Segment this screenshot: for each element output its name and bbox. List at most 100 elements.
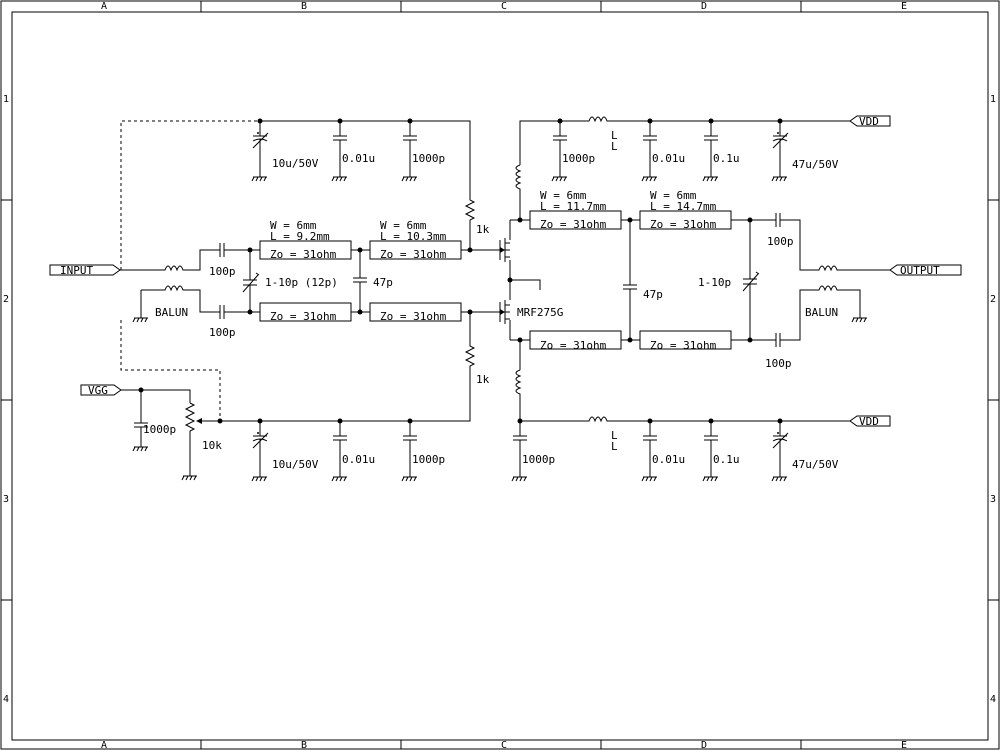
svg-text:1000p: 1000p [522, 453, 555, 466]
capacitor-input-bottom: 100p [209, 304, 236, 339]
svg-text:Zo = 31ohm: Zo = 31ohm [540, 218, 607, 231]
zone-col-b-bottom: B [301, 740, 307, 750]
svg-text:W = 6mm: W = 6mm [540, 189, 587, 202]
svg-text:W = 6mm: W = 6mm [380, 219, 427, 232]
svg-text:Zo = 31ohm: Zo = 31ohm [540, 339, 607, 352]
zone-row-4-left: 4 [3, 694, 9, 705]
zone-col-a-bottom: A [101, 740, 107, 750]
svg-text:L: L [611, 140, 618, 153]
inductor-supply-top: L L [584, 116, 618, 153]
svg-text:Zo = 31ohm: Zo = 31ohm [650, 339, 717, 352]
zone-row-3-left: 3 [3, 494, 9, 505]
svg-text:L: L [611, 440, 618, 453]
capacitor-gate-top-10u: 10u/50V [251, 120, 319, 182]
svg-text:47u/50V: 47u/50V [792, 458, 839, 471]
svg-text:MRF275G: MRF275G [517, 306, 563, 319]
capacitor-drain-bottom-1000p: 1000p [511, 420, 555, 482]
svg-text:Zo = 31ohm: Zo = 31ohm [270, 310, 337, 323]
zone-row-2-left: 2 [3, 294, 9, 305]
resistor-gate-bias-top: 1k [465, 195, 490, 236]
svg-text:VGG: VGG [88, 384, 108, 397]
svg-text:47p: 47p [643, 288, 663, 301]
mosfet-mrf275g: MRF275G [490, 238, 563, 324]
zone-row-1-left: 1 [3, 94, 9, 105]
svg-text:Zo = 31ohm: Zo = 31ohm [380, 310, 447, 323]
svg-text:1-10p: 1-10p [698, 276, 731, 289]
svg-text:OUTPUT: OUTPUT [900, 264, 940, 277]
vdd-port-bottom: VDD [849, 415, 891, 428]
svg-text:W = 6mm: W = 6mm [650, 189, 697, 202]
capacitor-drain-top-1000p: 1000p [551, 120, 595, 182]
transmission-line-2: W = 6mm L = 10.3mm Zo = 31ohm [369, 219, 462, 261]
svg-text:L: L [611, 129, 618, 142]
svg-text:1-10p (12p): 1-10p (12p) [265, 276, 338, 289]
potentiometer-10k: 10k [181, 402, 222, 481]
transmission-line-3: W = 6mm L = 11.7mm Zo = 31ohm [529, 189, 622, 231]
transmission-line-1: W = 6mm L = 9.2mm Zo = 31ohm [259, 219, 352, 261]
svg-text:1k: 1k [476, 223, 490, 236]
svg-text:1000p: 1000p [562, 152, 595, 165]
inductor-supply-bottom: L L [584, 416, 618, 453]
zone-col-d-bottom: D [701, 740, 707, 750]
inner-border [11, 11, 989, 741]
output-port: OUTPUT [889, 264, 962, 277]
svg-text:100p: 100p [209, 265, 236, 278]
vdd-port-top: VDD [849, 115, 891, 128]
svg-text:INPUT: INPUT [60, 264, 93, 277]
zone-col-c-top: C [501, 1, 507, 12]
svg-text:10u/50V: 10u/50V [272, 458, 319, 471]
capacitor-output-bottom: 100p [765, 332, 792, 370]
resistor-gate-bias-bottom: 1k [465, 341, 490, 386]
capacitor-drain-bottom-0.1u: 0.1u [702, 420, 740, 482]
capacitor-gate-top-1000p: 1000p [401, 120, 445, 182]
svg-text:1k: 1k [476, 373, 490, 386]
zone-row-1-right: 1 [990, 94, 996, 105]
zone-col-e-top: E [901, 1, 907, 12]
svg-text:47p: 47p [373, 276, 393, 289]
transmission-line-6: Zo = 31ohm [369, 302, 462, 323]
zone-col-e-bottom: E [901, 740, 907, 750]
svg-text:0.01u: 0.01u [652, 453, 685, 466]
svg-text:100p: 100p [765, 357, 792, 370]
capacitor-vgg-1000p: 1000p [132, 407, 176, 452]
zone-col-d-top: D [701, 1, 707, 12]
svg-text:L = 14.7mm: L = 14.7mm [650, 200, 717, 213]
capacitor-gate-top-0.01u: 0.01u [331, 120, 375, 182]
capacitor-output-shunt-47p: 47p [623, 280, 663, 301]
junction-dots [138, 118, 783, 424]
svg-text:W = 6mm: W = 6mm [270, 219, 317, 232]
zone-row-4-right: 4 [990, 694, 996, 705]
transmission-line-4: W = 6mm L = 14.7mm Zo = 31ohm [639, 189, 732, 231]
svg-text:0.01u: 0.01u [652, 152, 685, 165]
svg-text:VDD: VDD [859, 115, 879, 128]
balun-output: BALUN [805, 265, 868, 323]
balun-input: BALUN [132, 265, 188, 323]
capacitor-gate-bottom-10u: 10u/50V [251, 420, 319, 482]
svg-text:Zo = 31ohm: Zo = 31ohm [380, 248, 447, 261]
capacitor-drain-bottom-0.01u: 0.01u [641, 420, 685, 482]
zone-col-c-bottom: C [501, 740, 507, 750]
transmission-line-8: Zo = 31ohm [639, 330, 732, 352]
svg-text:100p: 100p [209, 326, 236, 339]
transmission-line-5: Zo = 31ohm [259, 302, 352, 323]
input-port: INPUT [49, 264, 121, 277]
capacitor-output-top: 100p [767, 212, 794, 248]
svg-text:Zo = 31ohm: Zo = 31ohm [270, 248, 337, 261]
vgg-port: VGG [80, 384, 122, 397]
svg-text:1000p: 1000p [412, 453, 445, 466]
trimmer-capacitor-output: 1-10p [698, 270, 760, 295]
svg-text:1000p: 1000p [412, 152, 445, 165]
svg-text:10u/50V: 10u/50V [272, 157, 319, 170]
capacitor-input-shunt-47p: 47p [353, 270, 393, 290]
capacitor-input-top: 100p [209, 242, 236, 278]
zone-col-a-top: A [101, 1, 107, 12]
inductor-drain-top [515, 164, 522, 192]
capacitor-drain-top-0.01u: 0.01u [641, 120, 685, 182]
capacitor-gate-bottom-0.01u: 0.01u [331, 420, 375, 482]
svg-text:0.1u: 0.1u [713, 453, 740, 466]
svg-text:L: L [611, 429, 618, 442]
inductor-drain-bottom [515, 369, 522, 396]
capacitor-drain-top-0.1u: 0.1u [702, 120, 740, 182]
svg-text:47u/50V: 47u/50V [792, 158, 839, 171]
